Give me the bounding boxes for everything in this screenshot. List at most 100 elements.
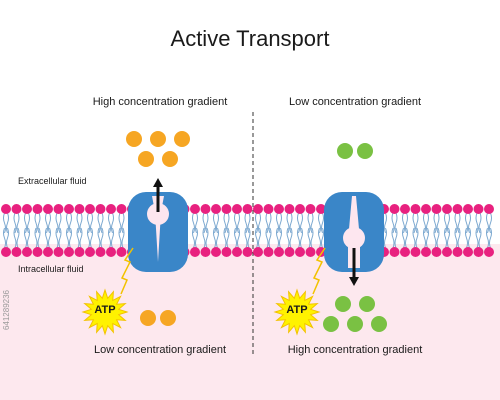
lipid-tail: [24, 227, 27, 249]
lipid-tail: [202, 212, 206, 234]
lipid-head: [242, 247, 253, 257]
lipid-tail: [310, 212, 314, 234]
molecule: [359, 296, 375, 312]
lipid-tail: [321, 212, 324, 234]
lipid-tail: [486, 227, 489, 249]
lipid-tail: [247, 212, 251, 234]
lipid-head: [253, 247, 263, 257]
lipid-head: [221, 204, 232, 214]
lipid-tail: [121, 212, 125, 234]
molecule: [138, 151, 154, 167]
lipid-tail: [234, 212, 237, 234]
lipid-tail: [87, 227, 90, 249]
lipid-head: [1, 204, 11, 214]
right-bottom-label: High concentration gradient: [287, 344, 423, 356]
lipid-tail: [444, 227, 447, 249]
lipid-tail: [48, 227, 51, 249]
lipid-tail: [276, 212, 279, 234]
lipid-tail: [426, 227, 429, 249]
lipid-tail: [454, 212, 458, 234]
lipid-tail: [202, 227, 206, 249]
lipid-head: [284, 204, 295, 214]
atp-symbols: [81, 247, 326, 336]
lipid-tail: [16, 212, 20, 234]
lipid-tail: [436, 227, 440, 249]
lipid-head: [200, 204, 211, 214]
lipid-tail: [27, 212, 30, 234]
molecule: [126, 131, 142, 147]
lipid-tail: [216, 212, 219, 234]
arrow-head: [153, 178, 163, 187]
lipid-tail: [118, 212, 122, 234]
lipid-head: [32, 204, 43, 214]
lipid-head: [43, 247, 53, 257]
lipid-tail: [384, 227, 387, 249]
lipid-tail: [108, 227, 111, 249]
lipid-head: [242, 204, 253, 214]
lipid-tail: [300, 227, 303, 249]
lipid-head: [263, 247, 274, 257]
lipid-head: [452, 204, 463, 214]
lipid-tail: [289, 227, 293, 249]
lipid-tail: [216, 227, 219, 249]
lipid-head: [452, 247, 463, 257]
lipid-tail: [205, 212, 209, 234]
right-arrow-down: [349, 248, 359, 286]
lipid-tail: [213, 212, 216, 234]
lipid-tail: [37, 212, 41, 234]
lipid-tail: [391, 212, 395, 234]
lipid-tail: [265, 227, 269, 249]
lipid-head: [484, 204, 494, 214]
lipid-tail: [213, 227, 216, 249]
lipid-tail: [195, 227, 198, 249]
lipid-tail: [433, 227, 437, 249]
lipid-tail: [97, 227, 101, 249]
lipid-tail: [69, 212, 72, 234]
lipid-tail: [402, 227, 405, 249]
lipid-head: [442, 247, 452, 257]
lipid-head: [232, 247, 242, 257]
lipid-tail: [465, 212, 468, 234]
lipid-head: [410, 247, 421, 257]
lipid-head: [85, 247, 95, 257]
protein-channel: [152, 196, 164, 262]
lipid-head: [85, 204, 95, 214]
lipid-tail: [13, 212, 17, 234]
lipid-head: [64, 247, 74, 257]
lipid-tail: [3, 227, 6, 249]
lipid-tail: [486, 212, 489, 234]
left-transport-protein: [128, 192, 188, 272]
lipid-head: [316, 204, 326, 214]
lipid-tail: [27, 227, 30, 249]
intracellular-region: [0, 244, 500, 400]
lipid-tail: [433, 212, 437, 234]
lipid-head: [295, 204, 305, 214]
lipid-tail: [321, 227, 324, 249]
lipid-head: [11, 247, 22, 257]
lipid-head: [32, 247, 43, 257]
right-top-label: Low concentration gradient: [288, 96, 422, 108]
lipid-head: [22, 204, 32, 214]
lipid-tail: [258, 212, 261, 234]
lipid-head: [211, 247, 221, 257]
lipid-tail: [205, 227, 209, 249]
lipid-head: [463, 204, 473, 214]
binding-pocket: [147, 203, 169, 225]
atp-burst-left: [81, 247, 134, 336]
binding-pocket: [343, 227, 365, 249]
lipid-head: [53, 247, 64, 257]
molecule: [371, 316, 387, 332]
lipid-head: [200, 247, 211, 257]
lipid-head: [431, 247, 442, 257]
lipid-tail: [79, 212, 83, 234]
lipid-tail: [90, 212, 93, 234]
molecule: [140, 310, 156, 326]
lipid-tail: [286, 212, 290, 234]
lipid-head: [74, 204, 85, 214]
left-arrow-up: [153, 178, 163, 212]
lipid-tail: [279, 227, 282, 249]
lipid-head: [463, 247, 473, 257]
lipid-tail: [192, 212, 195, 234]
arrow-head: [349, 277, 359, 286]
